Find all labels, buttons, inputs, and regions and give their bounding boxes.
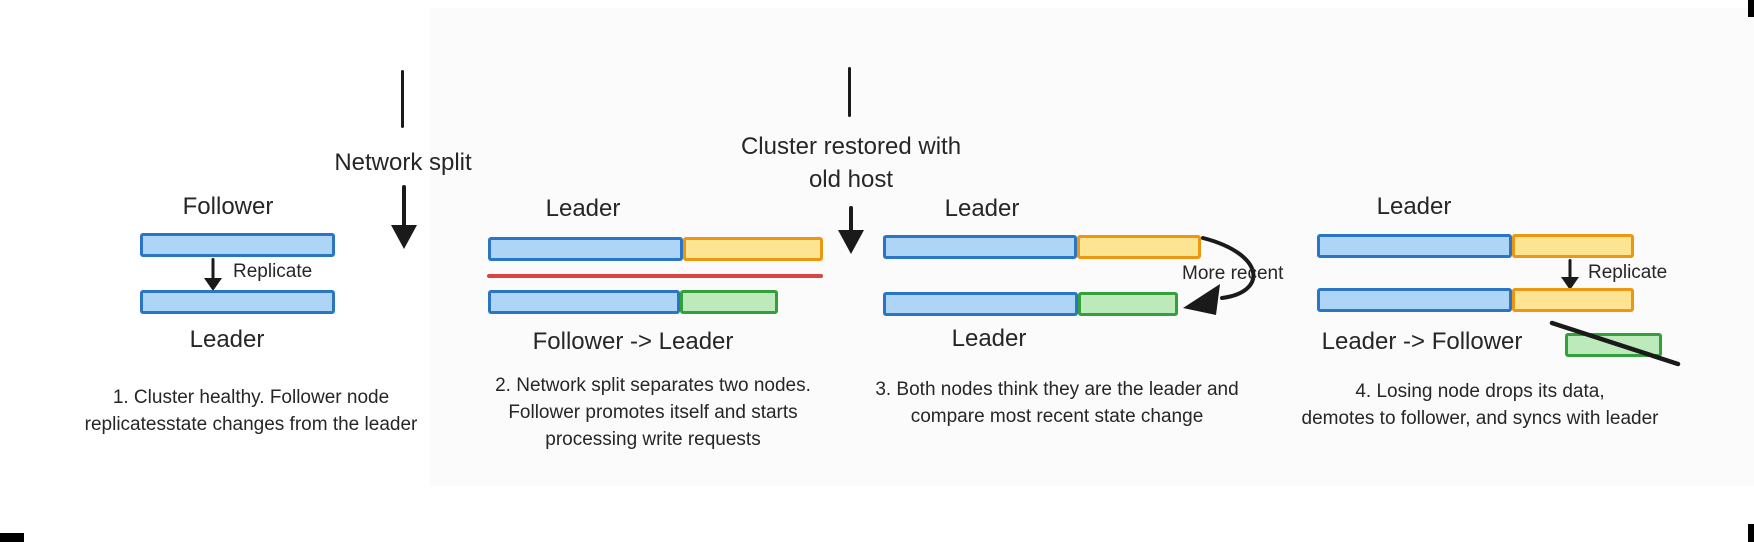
panel4-bottom-label: Leader -> Follower: [1321, 328, 1523, 355]
corner-mark-top-right: [1748, 0, 1754, 17]
panel4-top-bar-yellow: [1512, 234, 1634, 258]
network-split-arrow-icon: [390, 185, 417, 249]
corner-mark-bottom-left: [0, 533, 24, 542]
panel4-bottom-bar-yellow: [1512, 288, 1634, 312]
cluster-restored-line: [848, 67, 851, 117]
panel4-caption-line2: demotes to follower, and syncs with lead…: [1301, 408, 1659, 429]
dropped-data-strike-icon: [1549, 320, 1681, 367]
panel4-replicate-arrow-icon: [1560, 259, 1579, 290]
panel4-top-label: Leader: [1376, 193, 1452, 220]
panel4-top-bar-blue: [1317, 234, 1512, 258]
more-recent-curved-arrow-icon: [1183, 236, 1256, 315]
panel1-replicate-label: Replicate: [233, 261, 313, 282]
panel4-caption: 4. Losing node drops its data, demotes t…: [1302, 378, 1659, 432]
panel4-caption-line1: 4. Losing node drops its data,: [1355, 381, 1605, 402]
panel3-bottom-bar-blue: [883, 292, 1078, 316]
panel3-caption-line1: 3. Both nodes think they are the leader …: [875, 379, 1239, 400]
panel2-caption-line1: 2. Network split separates two nodes.: [495, 375, 811, 396]
panel1-caption: 1. Cluster healthy. Follower node replic…: [85, 384, 418, 438]
more-recent-label: More recent: [1182, 263, 1284, 284]
panel3-bottom-bar-green: [1078, 292, 1178, 316]
panel2-top-bar-yellow: [683, 237, 823, 261]
panel3-top-bar-yellow: [1077, 235, 1201, 259]
panel3-caption: 3. Both nodes think they are the leader …: [875, 376, 1238, 430]
network-split-label: Network split: [334, 149, 472, 176]
panel2-bottom-bar-green: [680, 290, 778, 314]
panel2-caption-line2: Follower promotes itself and starts: [508, 402, 798, 423]
panel3-top-label: Leader: [944, 195, 1020, 222]
panel1-bottom-label: Leader: [189, 326, 265, 353]
panel4-replicate-label: Replicate: [1588, 262, 1668, 283]
panel1-top-label: Follower: [182, 193, 274, 220]
cluster-restored-arrow-icon: [837, 206, 864, 254]
panel2-split-redline: [487, 274, 823, 278]
panel2-top-bar-blue: [488, 237, 683, 261]
panel1-caption-line1: 1. Cluster healthy. Follower node: [112, 387, 390, 408]
panel2-bottom-bar-blue: [488, 290, 680, 314]
cluster-restored-label: Cluster restored with old host: [741, 130, 961, 196]
panel1-caption-line2: replicatesstate changes from the leader: [84, 414, 418, 435]
network-split-line: [401, 70, 404, 128]
panel2-caption-line3: processing write requests: [545, 429, 761, 450]
panel2-bottom-label: Follower -> Leader: [532, 328, 734, 355]
panel3-top-bar-blue: [883, 235, 1077, 259]
panel3-bottom-label: Leader: [951, 325, 1027, 352]
panel1-bottom-bar-blue: [140, 290, 335, 314]
panel4-bottom-bar-blue: [1317, 288, 1512, 312]
corner-mark-bottom-right: [1748, 524, 1754, 542]
cluster-restored-label-line1: Cluster restored with: [740, 133, 962, 160]
panel1-replicate-arrow-icon: [203, 258, 222, 291]
panel3-caption-line2: compare most recent state change: [910, 406, 1204, 427]
panel2-top-label: Leader: [545, 195, 621, 222]
cluster-restored-label-line2: old host: [808, 166, 894, 193]
panel2-caption: 2. Network split separates two nodes. Fo…: [495, 372, 811, 453]
panel1-top-bar-blue: [140, 233, 335, 257]
